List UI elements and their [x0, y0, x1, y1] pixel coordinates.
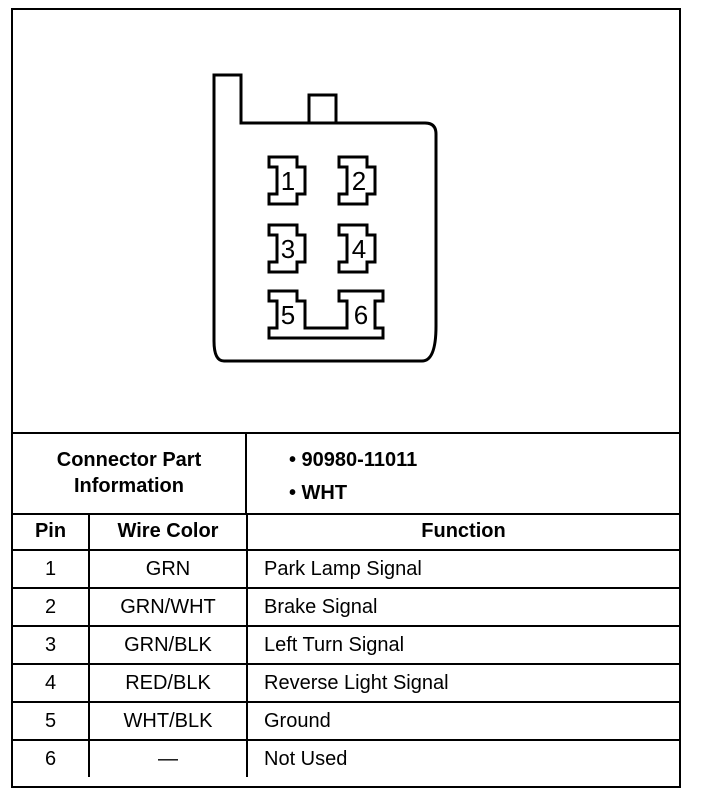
part-number: • 90980-11011	[289, 449, 418, 471]
connector-frame: 1 2 3 4 5 6 Connector Part Information •…	[11, 8, 681, 788]
pin-label-3: 3	[281, 234, 295, 264]
header-pin: Pin	[13, 513, 90, 551]
terminal-cavity-3	[267, 223, 307, 274]
pin-cell: 1	[13, 549, 90, 589]
connector-face-svg: 1 2 3 4 5 6	[212, 73, 438, 363]
wire-color-cell: RED/BLK	[88, 663, 248, 703]
table-row: 1 GRN Park Lamp Signal	[13, 549, 679, 589]
connector-latch	[307, 93, 338, 125]
header-wire-color: Wire Color	[88, 513, 248, 551]
pin-label-6: 6	[354, 300, 368, 330]
wire-color-cell: GRN	[88, 549, 248, 589]
wire-color-cell: GRN/BLK	[88, 625, 248, 665]
terminal-cavity-4	[337, 223, 377, 274]
function-cell: Not Used	[246, 739, 679, 777]
pinout-header-row: Pin Wire Color Function	[13, 513, 679, 551]
pin-label-4: 4	[352, 234, 366, 264]
function-cell: Ground	[246, 701, 679, 741]
table-row: 2 GRN/WHT Brake Signal	[13, 587, 679, 627]
pin-cell: 3	[13, 625, 90, 665]
connector-part-info-values: • 90980-11011 • WHT	[289, 446, 417, 512]
pinout-table: Pin Wire Color Function 1 GRN Park Lamp …	[13, 513, 679, 777]
header-function: Function	[246, 513, 679, 551]
info-label-line2: Information	[74, 474, 184, 497]
terminal-cavity-1	[267, 155, 307, 206]
wire-color-cell: WHT/BLK	[88, 701, 248, 741]
function-cell: Brake Signal	[246, 587, 679, 627]
pin-label-2: 2	[352, 166, 366, 196]
table-row: 5 WHT/BLK Ground	[13, 701, 679, 741]
wire-color-cell: GRN/WHT	[88, 587, 248, 627]
pin-cell: 4	[13, 663, 90, 703]
pin-label-5: 5	[281, 300, 295, 330]
pin-label-1: 1	[281, 166, 295, 196]
connector-housing	[212, 73, 438, 363]
pin-cell: 6	[13, 739, 90, 777]
info-label-line1: Connector Part	[56, 448, 202, 471]
pin-cell: 2	[13, 587, 90, 627]
connector-part-info-label: Connector Part Information	[13, 432, 247, 513]
connector-color: • WHT	[289, 482, 348, 504]
function-cell: Left Turn Signal	[246, 625, 679, 665]
table-row: 6 — Not Used	[13, 739, 679, 777]
function-cell: Park Lamp Signal	[246, 549, 679, 589]
wire-color-cell: —	[88, 739, 248, 777]
connector-diagram: 1 2 3 4 5 6	[13, 10, 679, 434]
terminal-cavity-5-6-joined	[267, 289, 385, 340]
table-row: 4 RED/BLK Reverse Light Signal	[13, 663, 679, 703]
connector-part-info: Connector Part Information • 90980-11011…	[13, 432, 679, 515]
terminal-cavity-2	[337, 155, 377, 206]
table-row: 3 GRN/BLK Left Turn Signal	[13, 625, 679, 665]
function-cell: Reverse Light Signal	[246, 663, 679, 703]
pin-cell: 5	[13, 701, 90, 741]
